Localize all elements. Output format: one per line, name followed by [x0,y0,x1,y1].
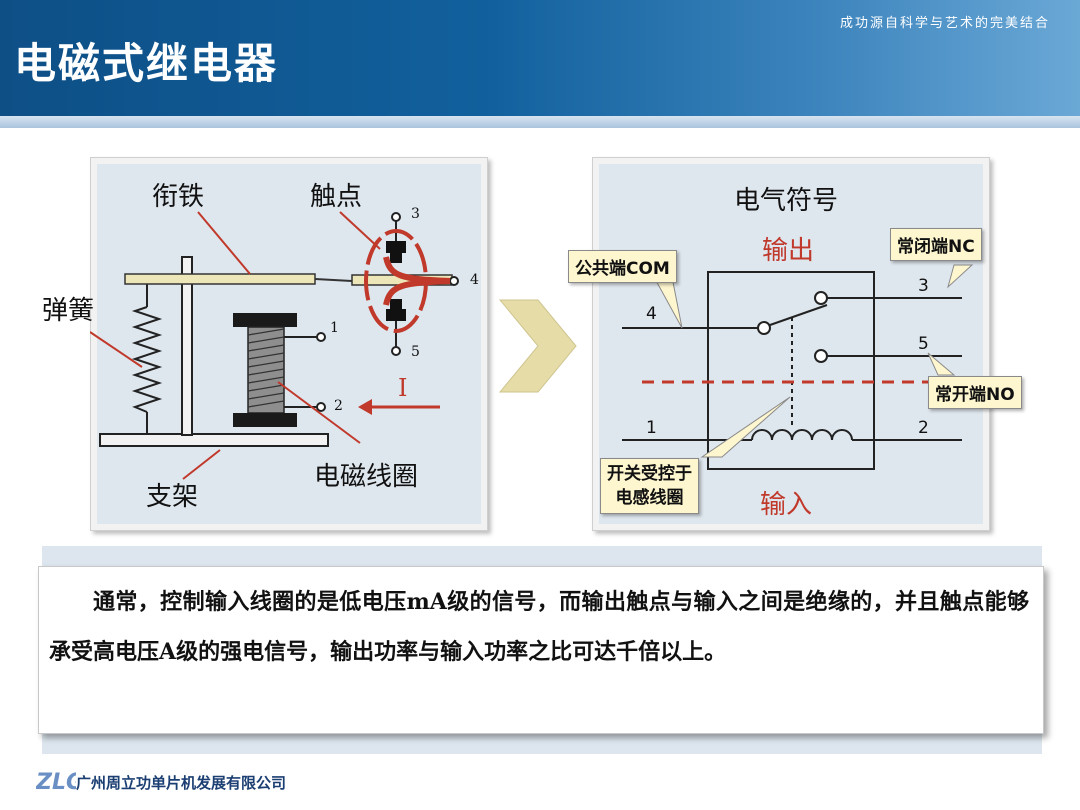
output-label: 输出 [762,236,815,266]
contact-pointer [339,211,381,250]
description-text: 通常，控制输入线圈的是低电压mA级的信号，而输出触点与输入之间是绝缘的，并且触点… [49,589,1029,665]
pin-4-label: 4 [646,304,657,324]
terminal-1 [316,332,326,342]
header-stripe [0,116,1080,128]
label-spring: 弹簧 [42,296,95,326]
chevron-right-icon [498,299,577,393]
electrical-symbol-diagram [622,264,974,470]
panel-background [97,164,481,524]
coil-pointer [277,381,361,444]
terminal-1-label: 1 [330,320,339,336]
bracket-pointer [182,449,221,480]
pin-5-label: 5 [918,334,929,354]
callout-nc: 常闭端NC [890,228,982,261]
description-box: 通常，控制输入线圈的是低电压mA级的信号，而输出触点与输入之间是绝缘的，并且触点… [38,566,1044,734]
current-label: I [398,374,408,402]
terminal-4-label: 4 [470,272,479,288]
terminal-4 [449,276,459,286]
company-name: 广州周立功单片机发展有限公司 [76,774,287,792]
terminal-2 [316,402,326,412]
terminal-3 [391,212,401,222]
label-coil: 电磁线圈 [314,462,419,492]
relay-structure-diagram [90,211,459,480]
relay-box [707,271,875,470]
header-banner [0,0,1080,116]
callout-switch: 开关受控于 电感线圈 [600,458,699,514]
label-contact: 触点 [310,182,363,212]
pin-2-label: 2 [918,418,929,438]
coil-symbol [751,429,853,441]
callout-no: 常开端NO [928,376,1022,409]
symbol-title: 电气符号 [734,186,839,216]
coil-top-cap [233,313,297,327]
switch-blade [769,304,828,326]
label-armature: 衔铁 [152,182,205,212]
bracket-base [99,433,329,447]
bracket-post [181,256,193,436]
terminal-3-label: 3 [411,206,420,222]
terminal-2-label: 2 [334,398,343,414]
slogan: 成功源自科学与艺术的完美结合 [839,16,1050,31]
pin-3-label: 3 [918,276,929,296]
company-logo: ZLG [36,770,76,795]
armature-pointer [197,211,251,275]
terminal-5 [391,346,401,356]
callout-com: 公共端COM [568,250,677,283]
coil-bottom-cap [233,413,297,427]
page-title: 电磁式继电器 [14,39,279,88]
callout-switch-line1: 开关受控于 [607,464,692,484]
svg-text:ZLG: ZLG [36,770,76,795]
callout-switch-line2: 电感线圈 [615,488,684,508]
spring-coil [131,306,163,413]
armature-bar [124,273,316,285]
terminal-5-label: 5 [411,344,420,360]
relay-structure-panel [90,157,488,531]
label-bracket: 支架 [146,482,199,512]
spring-pointer [90,331,143,368]
input-label: 输入 [760,490,813,520]
pin-1-label: 1 [646,418,657,438]
